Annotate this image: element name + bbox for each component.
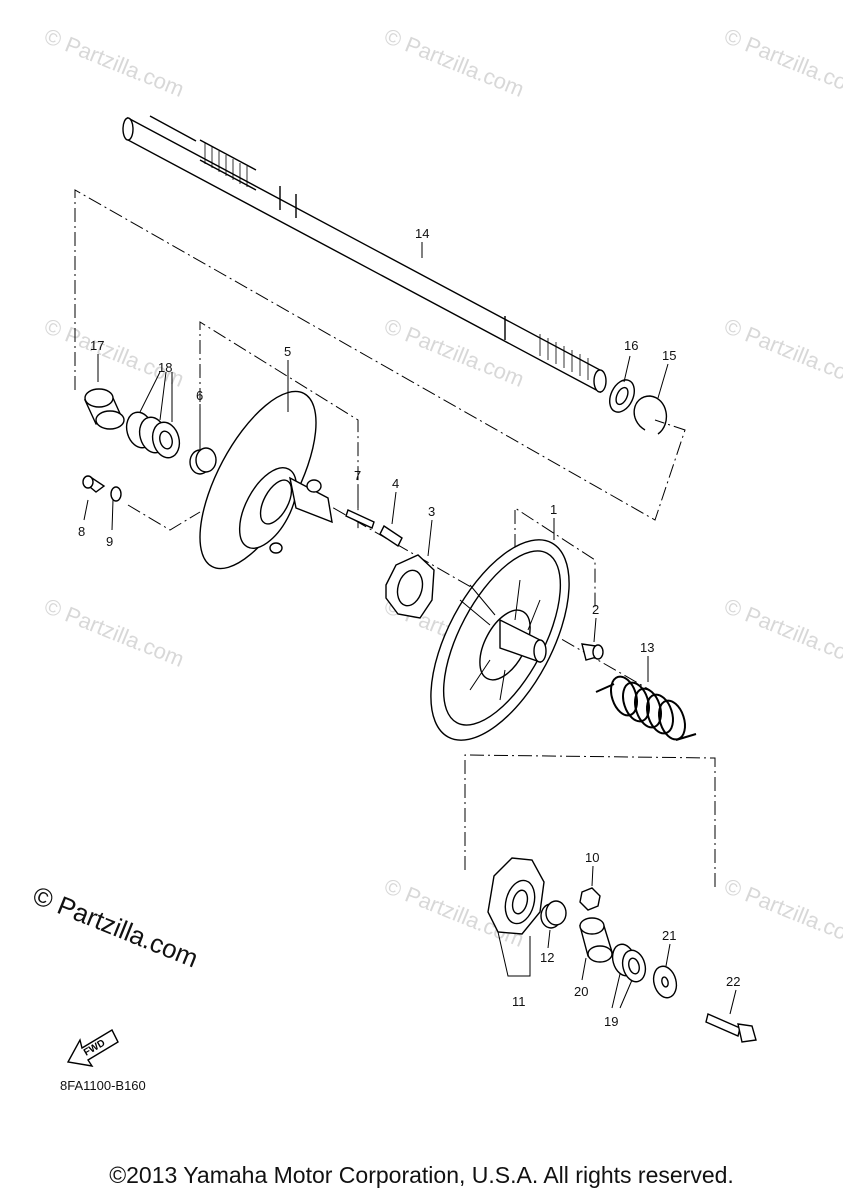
callout-11: 11: [512, 994, 526, 1009]
washer-part-21[interactable]: [650, 964, 680, 1001]
fwd-arrow-icon: FWD: [66, 1029, 119, 1067]
shaft-part-14[interactable]: [122, 115, 607, 394]
bolt-part-4[interactable]: [379, 524, 403, 548]
callout-1: 1: [550, 502, 557, 517]
copyright-notice: ©2013 Yamaha Motor Corporation, U.S.A. A…: [109, 1162, 734, 1188]
collar-part-17[interactable]: [83, 388, 125, 430]
collar-part-20[interactable]: [579, 917, 613, 963]
callout-4: 4: [392, 476, 399, 491]
callout-15: 15: [662, 348, 676, 363]
callout-9: 9: [106, 534, 113, 549]
callout-6: 6: [196, 388, 203, 403]
diagram-code: 8FA1100-B160: [60, 1078, 146, 1093]
washer-part-9[interactable]: [110, 486, 122, 502]
collar-part-12[interactable]: [540, 900, 567, 929]
callout-19: 19: [604, 1014, 618, 1029]
nut-part-10[interactable]: [579, 887, 601, 911]
callout-7: 7: [354, 468, 361, 483]
sheave-part-5[interactable]: [177, 375, 340, 586]
callout-16: 16: [624, 338, 638, 353]
callout-12: 12: [540, 950, 554, 965]
callout-22: 22: [726, 974, 740, 989]
collar-part-6[interactable]: [189, 447, 217, 475]
callout-5: 5: [284, 344, 291, 359]
callout-14: 14: [415, 226, 429, 241]
cam-part-11[interactable]: [487, 857, 545, 935]
pin-part-2[interactable]: [581, 643, 604, 661]
roller-part-19[interactable]: [609, 942, 649, 985]
callout-13: 13: [640, 640, 654, 655]
callout-8: 8: [78, 524, 85, 539]
circlip-part-15[interactable]: [633, 395, 668, 435]
washer-part-16[interactable]: [605, 376, 639, 416]
callout-17: 17: [90, 338, 104, 353]
spring-part-13[interactable]: [595, 673, 697, 742]
callout-3: 3: [428, 504, 435, 519]
callout-21: 21: [662, 928, 676, 943]
bolt-part-22[interactable]: [705, 1013, 757, 1043]
plate-part-3[interactable]: [385, 554, 435, 619]
callout-18: 18: [158, 360, 172, 375]
roller-part-18[interactable]: [123, 409, 183, 461]
bolt-part-8[interactable]: [82, 475, 106, 493]
sheave-part-1[interactable]: [402, 518, 597, 761]
stud-part-7[interactable]: [345, 509, 375, 529]
callout-10: 10: [585, 850, 599, 865]
callout-2: 2: [592, 602, 599, 617]
callout-20: 20: [574, 984, 588, 999]
